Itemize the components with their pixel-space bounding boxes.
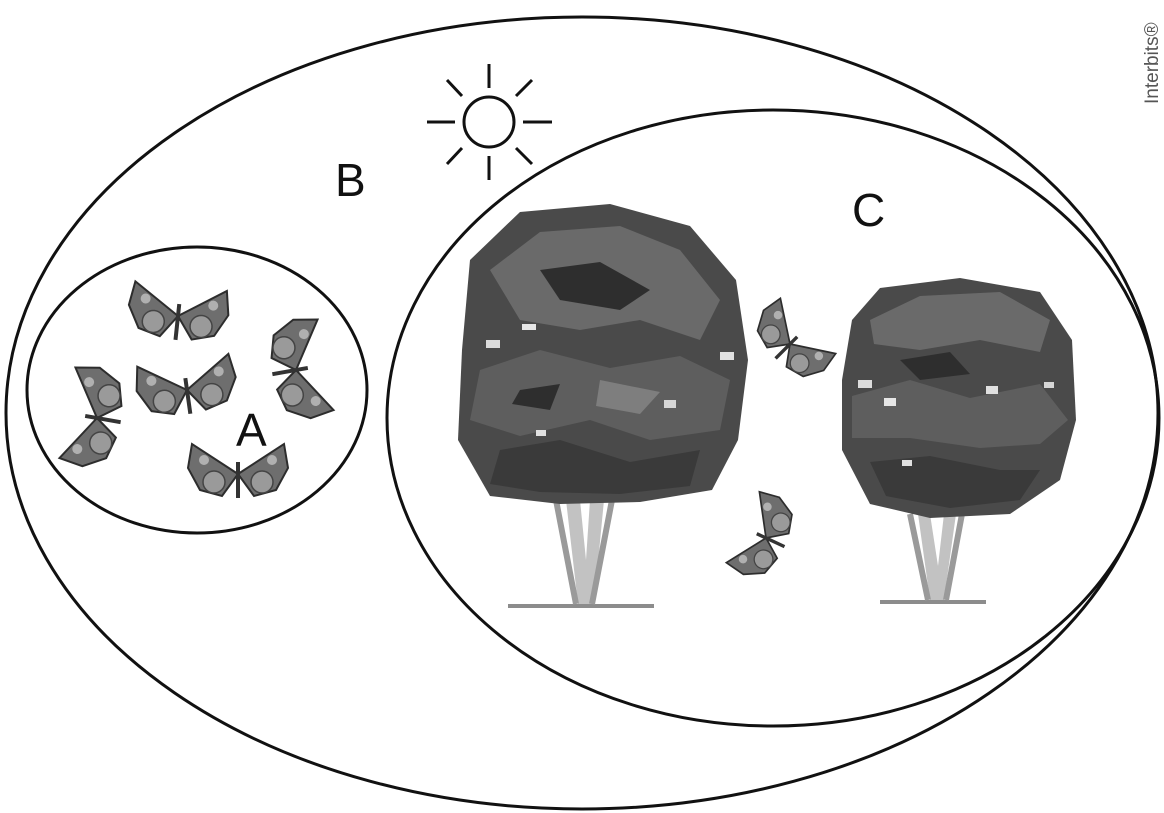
credit-text: Interbits® (1142, 22, 1163, 104)
butterfly-icon (59, 364, 130, 472)
label-c: C (852, 184, 885, 236)
tree-icon (842, 278, 1076, 602)
butterfly-icon (126, 281, 231, 345)
butterfly-icon (725, 489, 803, 585)
butterfly-icon (133, 353, 240, 420)
label-b: B (335, 154, 366, 206)
butterfly-icon (746, 296, 839, 389)
sun-icon (427, 64, 552, 180)
butterfly-icon (264, 316, 335, 424)
label-a: A (236, 404, 267, 456)
tree-icon (458, 204, 748, 606)
